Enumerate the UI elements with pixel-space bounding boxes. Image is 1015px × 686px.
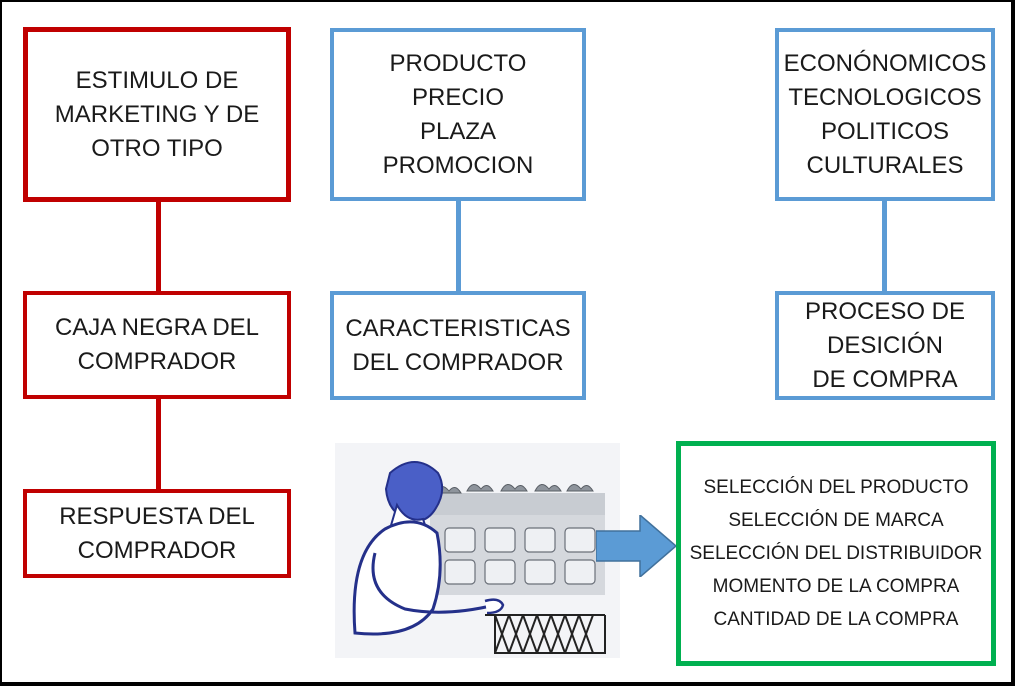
box-line: CAJA NEGRA DEL [54,314,260,341]
box-buyer-characteristics: CARACTERISTICAS DEL COMPRADOR [330,291,586,400]
box-environment: ECONÓNOMICOS TECNOLOGICOS POLITICOS CULT… [775,28,995,201]
connector-mix-characteristics [456,199,461,293]
box-line: DE COMPRA [812,365,958,393]
response-item: SELECCIÓN DEL PRODUCTO [703,477,969,498]
response-item: SELECCIÓN DE MARCA [728,510,944,531]
box-line: ECONÓNOMICOS [783,49,987,77]
shopper-icon [335,433,625,663]
box-line: ESTIMULO DE [75,66,239,94]
connector-stimulus-blackbox [156,200,161,293]
box-line: CULTURALES [806,151,964,179]
box-line: MARKETING Y DE [54,100,260,128]
box-line: PRECIO [411,83,504,111]
box-marketing-mix: PRODUCTO PRECIO PLAZA PROMOCION [330,28,586,201]
box-line: TECNOLOGICOS [788,83,982,111]
box-line: DESICIÓN [826,331,943,359]
box-line: POLITICOS [820,117,950,145]
box-line: PROMOCION [382,151,534,179]
box-line: PRODUCTO [389,49,527,77]
box-line: COMPRADOR [77,348,237,375]
response-item: CANTIDAD DE LA COMPRA [713,609,959,630]
box-marketing-stimulus: ESTIMULO DE MARKETING Y DE OTRO TIPO [23,27,291,202]
right-arrow-icon [595,513,678,579]
box-line: PLAZA [419,117,497,145]
box-line: RESPUESTA DEL [59,502,255,530]
box-line: OTRO TIPO [91,134,223,162]
box-line: CARACTERISTICAS [345,314,571,342]
box-line: DEL COMPRADOR [352,348,564,376]
box-purchase-decision: PROCESO DE DESICIÓN DE COMPRA [775,291,995,400]
box-black-box: CAJA NEGRA DEL COMPRADOR [23,291,291,399]
connector-blackbox-response [156,398,161,491]
response-item: MOMENTO DE LA COMPRA [712,576,960,597]
box-purchase-responses: SELECCIÓN DEL PRODUCTO SELECCIÓN DE MARC… [676,441,996,666]
box-line: PROCESO DE [804,297,966,325]
connector-environment-decision [882,199,887,293]
box-buyer-response: RESPUESTA DEL COMPRADOR [23,489,291,578]
response-item: SELECCIÓN DEL DISTRIBUIDOR [689,543,983,564]
box-line: COMPRADOR [77,536,237,564]
